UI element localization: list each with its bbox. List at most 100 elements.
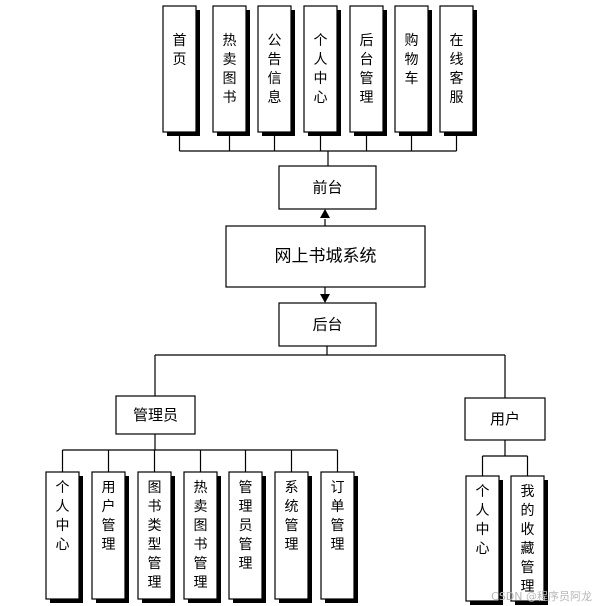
root-label: 网上书城系统 [275,247,377,267]
char: 订 [331,480,345,496]
char: 热 [194,480,208,496]
char: 理 [239,556,253,572]
char: 理 [148,575,162,591]
admin-module-box [274,471,309,600]
admin-module-box [137,471,172,600]
char: 管 [521,560,535,576]
char: 理 [331,537,345,553]
frontend-module-label: 首页 [173,33,187,68]
char: 公 [268,33,282,49]
char: 管 [194,556,208,572]
admin-box [115,395,196,435]
char: 我 [521,484,535,500]
frontend-module-box [394,5,429,133]
char: 统 [285,499,299,515]
char: 线 [450,52,464,68]
user-module-box [510,475,545,602]
char: 的 [521,503,535,519]
user-label: 用户 [490,410,520,428]
frontend-module-box [162,5,197,133]
char: 图 [223,71,237,87]
char: 个 [314,33,328,49]
admin-module-box [45,471,80,600]
arrow-up-icon [320,209,330,218]
char: 卖 [223,52,237,68]
char: 购 [405,33,419,49]
root-box [225,225,426,288]
char: 员 [239,518,253,534]
frontend-module-box [349,5,384,133]
admin-module-box [228,471,263,600]
user-module-box [465,475,500,602]
char: 书 [223,90,237,106]
char: 理 [521,579,535,595]
char: 用 [102,480,116,496]
char: 卖 [194,499,208,515]
char: 页 [173,52,187,68]
char: 理 [102,537,116,553]
char: 书 [194,537,208,553]
char: 理 [360,90,374,106]
char: 告 [268,52,282,68]
char: 图 [148,480,162,496]
char: 理 [285,537,299,553]
char: 人 [56,499,70,515]
char: 户 [102,498,116,515]
char: 人 [476,503,490,519]
char: 在 [450,33,464,49]
frontend-module-label: 购物车 [405,33,419,87]
char: 车 [405,70,419,87]
char: 类 [148,518,162,534]
char: 图 [194,518,208,534]
char: 物 [405,52,419,68]
frontend-module-box [257,5,292,133]
admin-module-box [183,471,218,600]
char: 首 [173,33,187,49]
char: 单 [331,499,345,515]
char: 热 [223,33,237,49]
char: 理 [194,575,208,591]
char: 理 [239,499,253,515]
char: 个 [56,480,70,496]
user-box [464,397,546,441]
char: 书 [148,499,162,515]
char: 客 [450,70,464,87]
char: 中 [314,71,328,87]
char: 心 [56,537,70,553]
char: 管 [102,518,116,534]
char: 人 [314,52,328,68]
char: 信 [268,71,282,87]
char: 管 [148,556,162,572]
backend-label: 后台 [312,316,342,334]
char: 管 [285,518,299,534]
char: 服 [450,90,464,106]
frontend-module-box [212,5,247,133]
frontend-box [278,165,377,210]
admin-module-box [320,471,355,600]
char: 管 [239,537,253,553]
frontend-module-box [439,5,474,133]
char: 管 [331,518,345,534]
char: 中 [56,518,70,534]
char: 台 [360,52,374,68]
char: 管 [239,480,253,496]
char: 收 [521,522,535,538]
watermark: CSDN @程序员阿龙 [491,590,592,603]
backend-box [278,302,377,347]
frontend-module-box [303,5,338,133]
